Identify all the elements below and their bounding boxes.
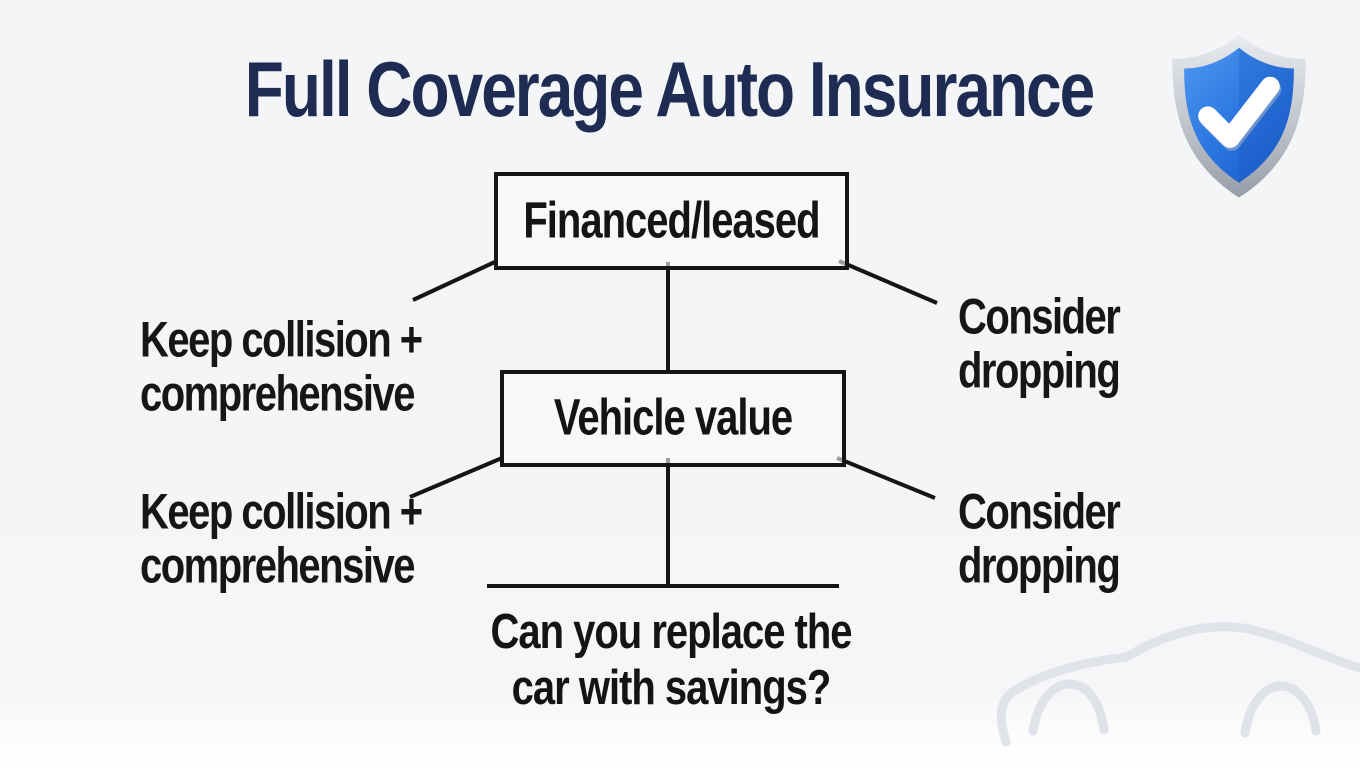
outcome-keep-collision-top: Keep collision + comprehensive [140,312,423,422]
outcome-keep-collision-top-line2: comprehensive [140,366,415,422]
outcome-consider-dropping-top: Consider dropping [958,289,1121,399]
node-vehicle-value-label: Vehicle value [553,389,793,447]
connector-line-diag-top-right [838,259,938,305]
question-line1: Can you replace the [490,605,852,659]
connector-line-diag-mid-right [836,456,936,500]
shield-check-icon [1163,30,1315,202]
connector-line-diag-mid-left [409,456,503,499]
question-label: Can you replace the car with savings? [490,604,852,716]
question-line2: car with savings? [511,661,832,716]
outcome-consider-dropping-bottom-line2: dropping [958,538,1121,594]
node-financed-leased: Financed/leased [494,172,849,270]
outcome-consider-dropping-bottom-line1: Consider [958,484,1121,540]
shield-check-svg [1172,34,1306,198]
outcome-consider-dropping-bottom: Consider dropping [958,484,1121,594]
node-financed-leased-label: Financed/leased [523,192,820,249]
outcome-keep-collision-bottom: Keep collision + comprehensive [140,484,423,594]
outcome-keep-collision-top-line1: Keep collision + [140,312,423,368]
node-vehicle-value: Vehicle value [500,370,846,467]
outcome-keep-collision-bottom-line1: Keep collision + [140,484,423,540]
page-title: Full Coverage Auto Insurance [244,45,1095,134]
outcome-consider-dropping-top-line1: Consider [958,289,1121,345]
connector-line-diag-top-left [412,259,498,302]
outcome-keep-collision-bottom-line2: comprehensive [140,538,415,594]
outcome-consider-dropping-top-line2: dropping [958,343,1121,399]
